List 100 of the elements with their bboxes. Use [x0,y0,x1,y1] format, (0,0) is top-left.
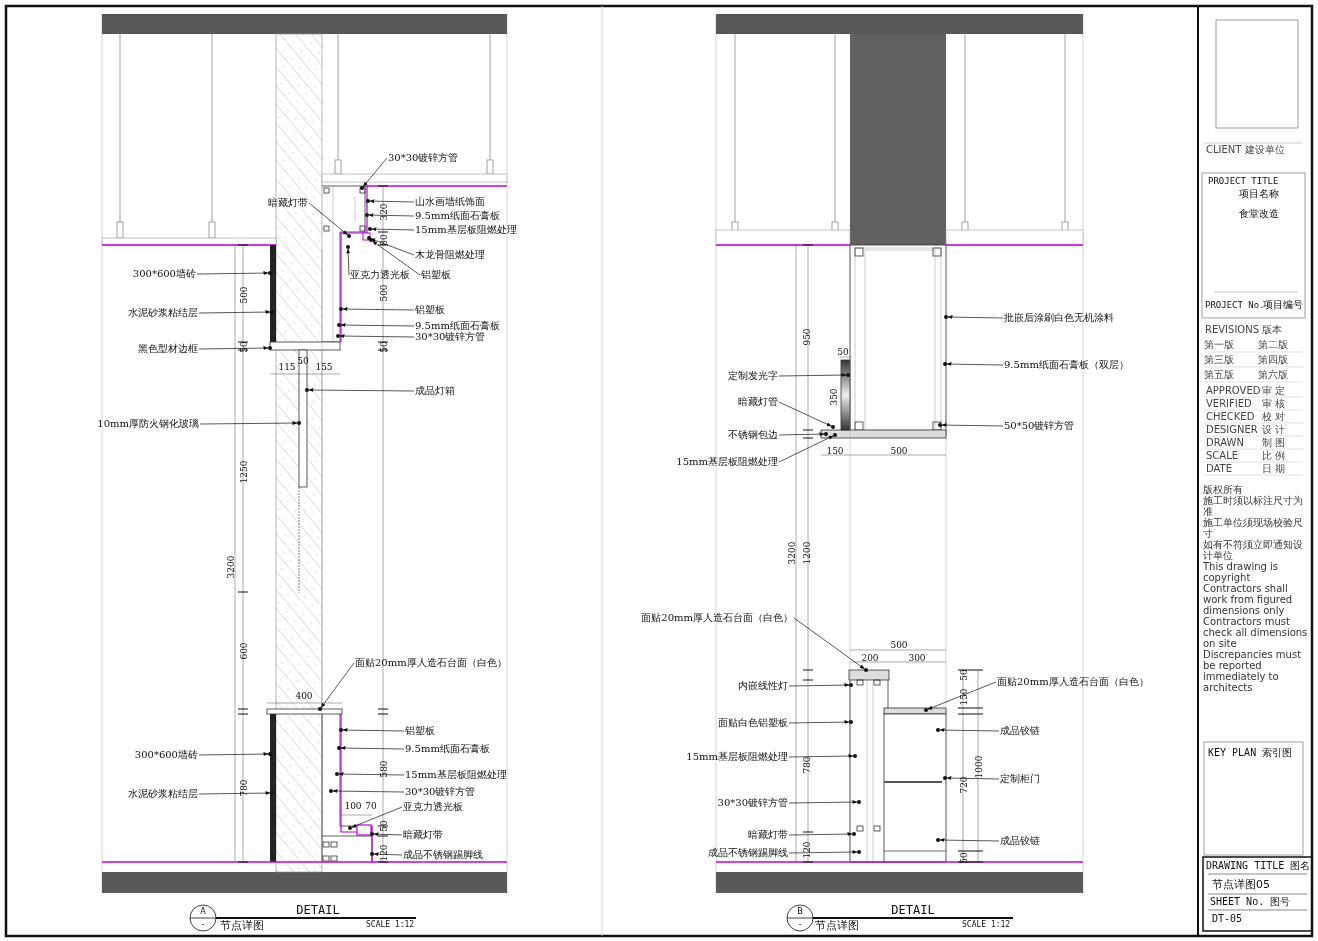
callout-label: 暗藏灯带 [748,830,788,840]
dimension-value: 50 [239,341,249,353]
leader-dot [339,307,343,311]
scale-text: SCALE 1:12 [366,921,415,929]
callout-label: 亚克力透光板 [403,802,463,812]
dimension-value: 400 [295,691,313,701]
callout-label: 批嵌后涂刷白色无机涂料 [1004,313,1114,323]
title-block-text: DRAWN [1206,438,1244,448]
title-block-text: This drawing is copyright [1203,561,1278,583]
callout-label: 成品灯箱 [415,386,455,396]
leader-dot [849,683,853,687]
callout-label: 成品铰链 [1000,726,1040,736]
leader-dot [365,213,369,217]
title-block-text: DT-05 [1212,914,1243,924]
leader-dot [337,746,341,750]
title-block-text: APPROVED [1206,386,1261,396]
callout-label: 30*30镀锌方管 [388,153,459,163]
callout-label: 定制发光字 [728,371,778,381]
title-block-text: DESIGNER [1206,425,1258,435]
title-block-text: 审 定 [1262,386,1286,396]
callout-label: 300*600墙砖 [134,750,198,760]
callout-label: 30*30镀锌方管 [405,787,476,797]
leader-dot [270,791,274,795]
title-block-text: 第六版 [1258,370,1288,380]
leader-dot [366,199,370,203]
leader-dot [305,388,309,392]
callout-label: 15mm基层板阻燃处理 [676,457,778,467]
title-block-text: 第四版 [1258,355,1288,365]
callout-label: 9.5mm纸面石膏板 [415,321,500,331]
leader-dot [339,728,343,732]
leader-dot [347,234,351,238]
dimension-value: 150 [959,688,969,706]
leader-dot [944,315,948,319]
dimension-value: 300 [908,653,926,663]
detail-marker-sheet: - [798,921,802,929]
title-block-text: CLIENT 建设单位 [1206,145,1285,155]
leader-dot [318,707,322,711]
leader-dot [943,776,947,780]
title-block-text: REVISIONS 版本 [1205,325,1283,335]
dimension-value: 3200 [226,555,236,579]
leader-dot [368,227,372,231]
callout-label: 面贴20mm厚人造石台面（白色） [355,658,507,668]
dimension-value: 950 [802,328,812,346]
callout-label: 30*30镀锌方管 [717,798,788,808]
dimension-value: 1250 [239,460,249,484]
dimension-value: 500 [890,446,908,456]
leader-dot [270,310,274,314]
title-block-text: 比 例 [1262,451,1286,461]
leader-dot [936,728,940,732]
detail-subtitle: 节点详图 [815,919,859,931]
leader-dot [370,852,374,856]
dimension-value: 320 [379,203,389,221]
callout-label: 暗藏灯带 [268,198,308,208]
callout-label: 50*50镀锌方管 [1004,421,1075,431]
title-block-text: DATE [1206,464,1232,474]
title-block-text: DRAWING TITLE 图名 [1206,861,1311,871]
callout-label: 定制柜门 [1000,774,1040,784]
callout-label: 9.5mm纸面石膏板（双层） [1004,360,1129,370]
dimension-value: 3200 [787,541,797,565]
dimension-value: 50 [379,341,389,353]
callout-label: 15mm基层板阻燃处理 [415,225,517,235]
callout-label: 30*30镀锌方管 [415,332,486,342]
dimension-value: 1200 [802,541,812,565]
leader-dot [924,708,928,712]
callout-label: 9.5mm纸面石膏板 [415,211,500,221]
leader-dot [833,433,837,437]
leader-dot [370,832,374,836]
callout-label: 10mm厚防火钢化玻璃 [97,419,199,429]
title-block-text: 第三版 [1204,355,1234,365]
title-block-text: 第一版 [1204,340,1234,350]
detail-marker-letter: B [797,908,803,916]
title-block-text: 设 计 [1262,425,1286,435]
title-block-text: 第五版 [1204,370,1234,380]
title-block-text: 日 期 [1262,464,1286,474]
callout-label: 面贴白色铝塑板 [718,718,788,728]
leader-dot [297,421,301,425]
dimension-value: 500 [379,284,389,302]
callout-label: 成品铰链 [1000,836,1040,846]
title-block-text: 施工时须以标注尺寸为准 [1203,495,1304,517]
callout-label: 300*600墙砖 [132,269,196,279]
title-block-text: CHECKED [1206,412,1255,422]
dimension-value: 500 [890,640,908,650]
title-block-text: 项目编号 [1263,300,1303,310]
callout-label: 木龙骨阻燃处理 [415,250,485,260]
callout-label: 不锈钢包边 [728,430,778,440]
dimension-value: 120 [802,841,812,859]
dimension-value: 350 [829,388,839,406]
title-block-text: 节点详图05 [1212,878,1270,890]
leader-dot [852,832,856,836]
title-block-text: SHEET No. 图号 [1210,897,1291,907]
dimension-value: 50 [959,852,969,864]
callout-label: 暗藏灯管 [738,397,778,407]
detail-subtitle: 节点详图 [220,919,264,931]
title-block-text: Contractors must check all dimensions on site [1203,616,1309,649]
detail-marker-sheet: - [201,921,205,929]
dimension-value: 500 [239,286,249,304]
callout-label: 水泥砂浆粘结层 [128,789,198,799]
callout-label: 15mm基层板阻燃处理 [405,770,507,780]
leader-dot [346,245,350,249]
callout-label: 面贴20mm厚人造石台面（白色） [997,677,1149,687]
